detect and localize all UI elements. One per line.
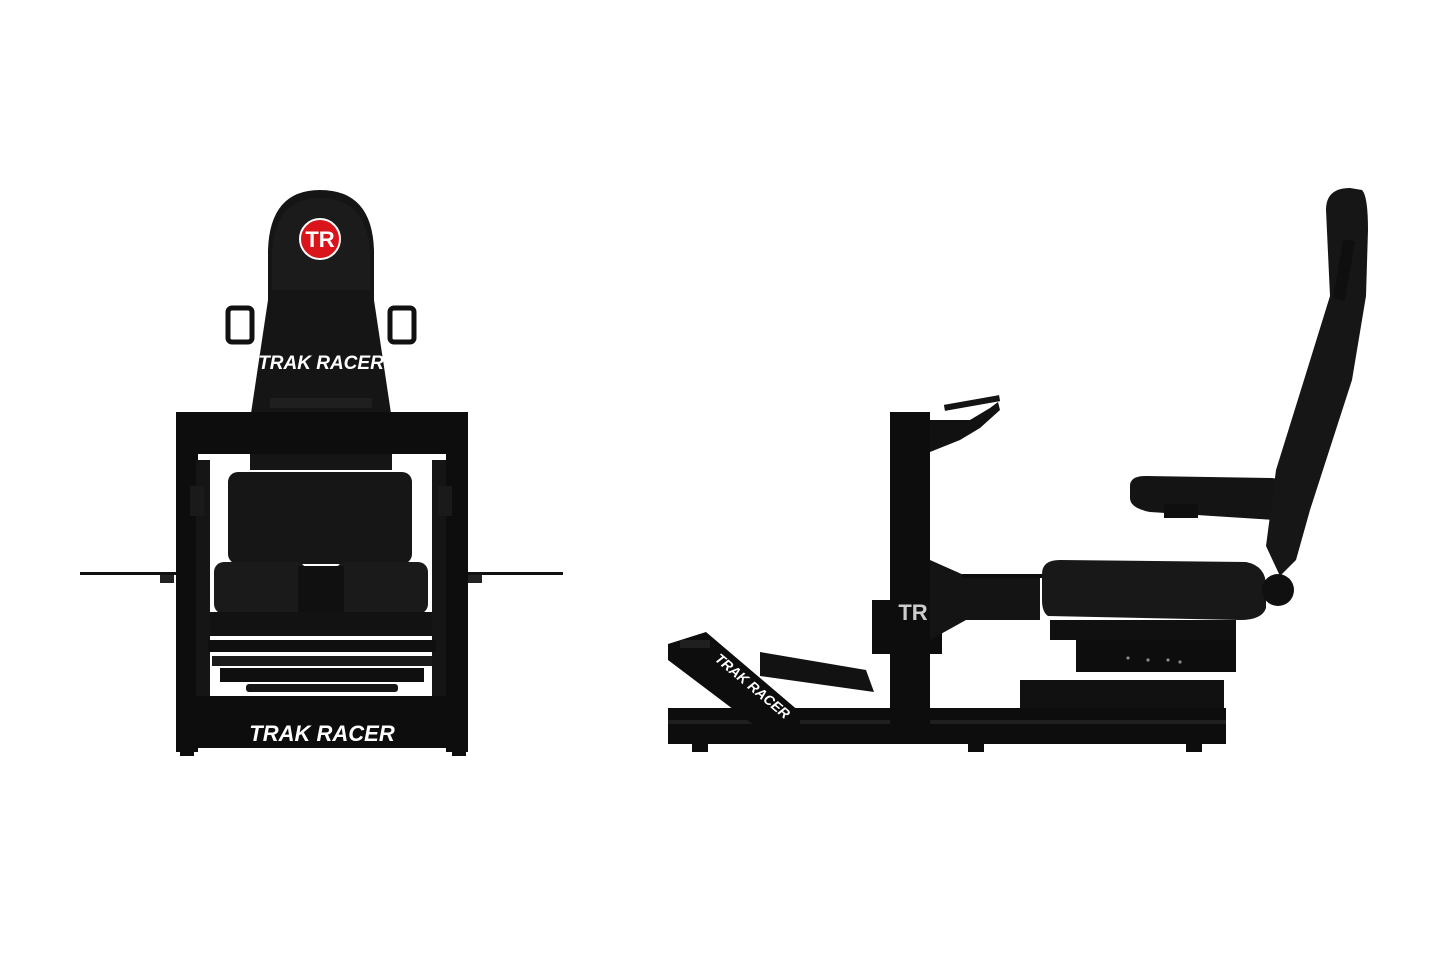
base-brand-text: TRAK RACER [249,721,395,746]
front-side-mount-plates [80,572,563,583]
headrest-logo-text: TR [305,227,334,252]
side-seat-cushion [1042,560,1266,620]
side-mount-bracket [930,560,1042,640]
front-seat-cushion [208,472,436,636]
side-pedal-strut [760,652,874,692]
headrest-tr-logo: TR [299,218,341,260]
side-foot-rear [1186,744,1202,752]
front-top-crossbar [176,412,468,454]
side-wheel-mount [930,395,1001,452]
seat-brand-text: TRAK RACER [258,353,384,374]
front-frame-uprights [176,412,468,752]
front-slider-rails [208,640,436,692]
side-armrest [1130,476,1290,520]
front-view-rig: TR TRAK RACER [80,190,563,756]
front-foot-right [452,746,466,756]
front-foot-left [180,746,194,756]
side-foot-mid [968,744,984,752]
side-foot-front [692,744,708,752]
side-view-rig: TRAK RACER TR [668,188,1368,752]
side-recline-hinge [1262,574,1294,606]
side-seat-slider [1020,620,1236,708]
post-logo-text: TR [898,600,927,625]
front-base-crossbar [176,696,468,748]
